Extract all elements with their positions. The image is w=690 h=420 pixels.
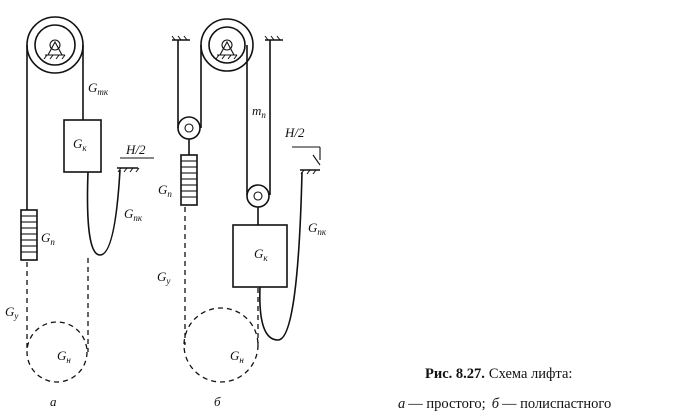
label-hanging-cable-b: Gпк <box>308 220 327 237</box>
caption-line-1: Рис. 8.27.Схема лифта: <box>425 366 572 382</box>
label-car-a: Gк <box>73 136 87 153</box>
car-pulley-b <box>246 184 270 225</box>
variant-b-scheme: mп H/2 Gп Gк Gпк Gу Gн б <box>157 18 327 409</box>
label-balance-a: Gу <box>5 304 18 321</box>
caption-line-2: а— простого;б— полиспастного <box>398 396 611 412</box>
tension-sheave-a <box>26 321 88 383</box>
car-a <box>63 119 102 173</box>
hanging-cable-b <box>259 171 303 341</box>
counterweight-a <box>20 209 38 261</box>
anchor-b <box>292 146 321 175</box>
label-car-b: Gк <box>254 246 268 263</box>
top-anchor-right-b <box>264 35 283 41</box>
label-half-b: H/2 <box>284 125 305 140</box>
label-hanging-cable-a: Gпк <box>124 206 143 223</box>
label-counterweight-b: Gп <box>158 182 172 199</box>
label-tension-b: Gн <box>230 348 244 365</box>
label-balance-b: Gу <box>157 269 170 286</box>
top-anchor-left-b <box>171 35 190 41</box>
label-cable-a: Gтк <box>88 80 109 97</box>
figure-caption: Рис. 8.27.Схема лифта: а— простого;б— по… <box>398 366 611 412</box>
label-counterweight-a: Gп <box>41 230 55 247</box>
counterweight-pulley-b <box>177 116 201 155</box>
sheave-b <box>200 18 254 72</box>
tension-sheave-b <box>183 307 259 383</box>
label-rope-b: mп <box>252 103 266 120</box>
marker-b: б <box>214 394 221 409</box>
hanging-cable-a <box>86 169 121 256</box>
variant-a-scheme: Gтк Gк H/2 Gпк Gп Gу Gн а <box>5 16 154 409</box>
label-tension-a: Gн <box>57 348 71 365</box>
anchor-a <box>117 157 154 173</box>
marker-a: а <box>50 394 57 409</box>
counterweight-b <box>180 154 198 206</box>
label-half-a: H/2 <box>125 142 146 157</box>
sheave-a <box>26 16 84 74</box>
